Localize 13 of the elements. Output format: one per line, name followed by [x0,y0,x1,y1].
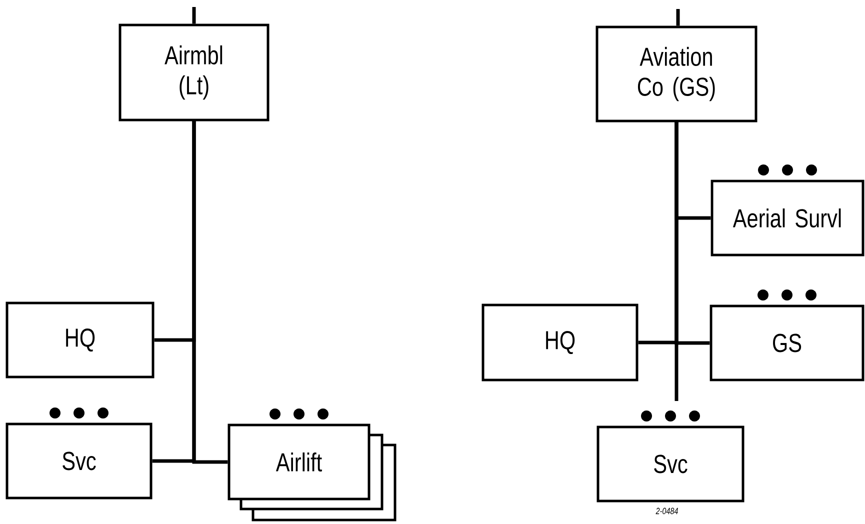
org-box: Aerial Survl [710,180,864,256]
org-box: HQ [6,302,154,378]
connector-line [674,121,678,401]
org-box: GS [710,304,864,382]
connector-line [192,7,196,24]
org-box: Aviation Co (GS) [596,26,758,122]
org-box: Svc [6,422,152,500]
connector-line [192,120,228,464]
stacked-boxes: Airlift [228,424,396,522]
org-box: Airmbl (Lt) [118,24,270,122]
org-box: Svc [596,426,744,502]
org-box: HQ [482,304,638,382]
connector-line [676,9,680,26]
